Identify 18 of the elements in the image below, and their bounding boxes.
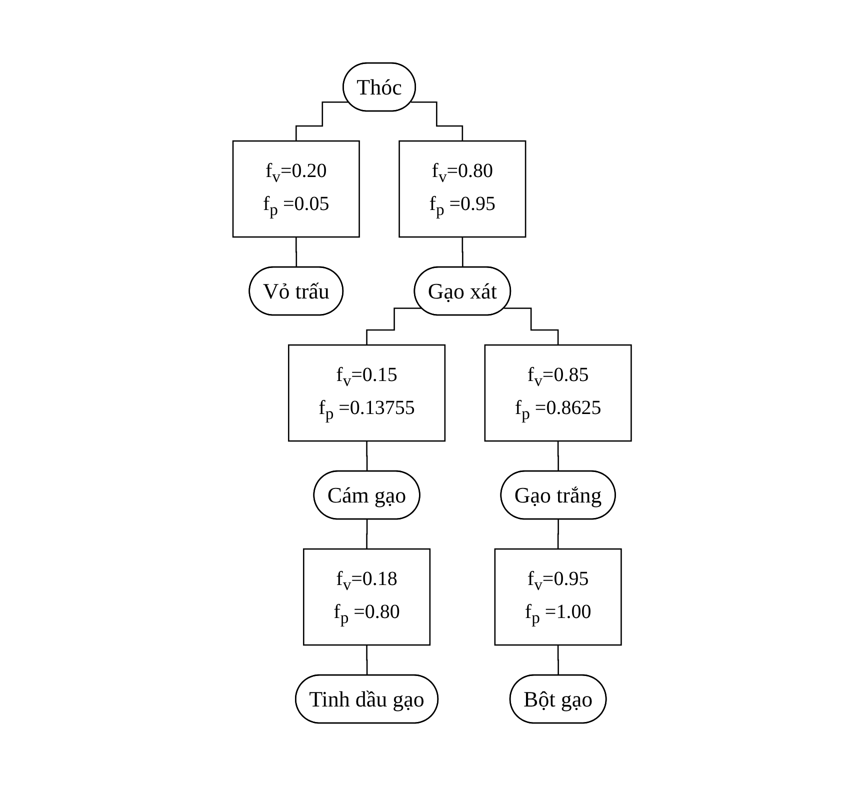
node-box: f$_{v}$=0.18 f$_{p}$ =0.80 <box>303 548 431 646</box>
connector <box>411 100 464 142</box>
node-box: f$_{v}$=0.15 f$_{p}$ =0.13755 <box>288 344 446 442</box>
connector <box>558 440 560 472</box>
connector <box>366 440 368 472</box>
node-box: f$_{v}$=0.95 f$_{p}$ =1.00 <box>494 548 622 646</box>
connector <box>558 644 560 676</box>
connector <box>504 307 560 346</box>
connector <box>366 307 422 346</box>
connector <box>558 518 560 550</box>
connector <box>366 644 368 676</box>
connector <box>296 236 298 268</box>
connector <box>296 100 350 142</box>
connector <box>462 236 464 268</box>
node-box: f$_{v}$=0.20 f$_{p}$ =0.05 <box>232 140 360 238</box>
node-box: f$_{v}$=0.80 f$_{p}$ =0.95 <box>399 140 527 238</box>
connector <box>366 518 368 550</box>
node-box: f$_{v}$=0.85 f$_{p}$ =0.8625 <box>484 344 632 442</box>
